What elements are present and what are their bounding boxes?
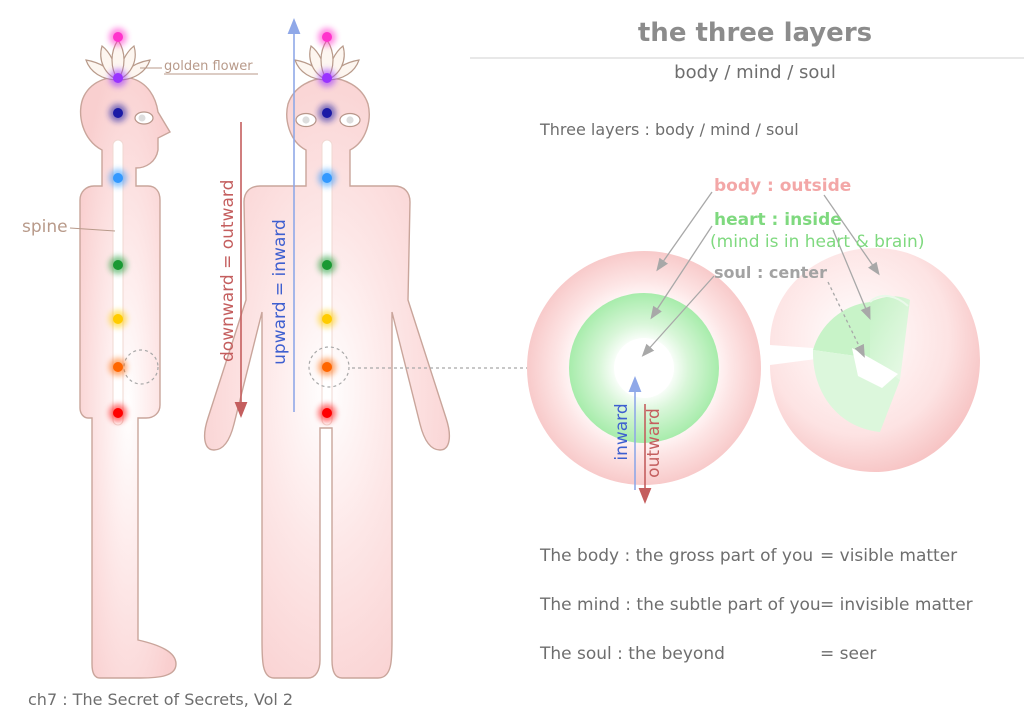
chakra-crown [113,32,123,42]
chakra-third-eye [322,73,332,83]
layers-disc [527,251,761,504]
chakra-solar [322,314,332,324]
chakra-crown [322,32,332,42]
soul-layer-label: soul : center [714,263,828,282]
definition-body-meaning: = visible matter [820,546,958,566]
upward-inward-label: upward = inward [270,219,290,365]
chakra-third-eye [113,73,123,83]
golden-flower-label: golden flower [164,59,253,74]
side-figure [69,28,258,679]
chakra-navel [113,362,123,372]
cutaway-sphere [770,248,980,472]
source-citation: ch7 : The Secret of Secrets, Vol 2 [28,690,294,709]
chakra-heart [113,260,123,270]
chakra-brow [113,108,123,118]
chakra-root [113,408,123,418]
definition-mind-term: The mind : the subtle part of you [540,595,821,615]
definition-body-term: The body : the gross part of you [540,546,814,566]
chakra-heart [322,260,332,270]
chakra-brow [322,108,332,118]
layers-caption: Three layers : body / mind / soul [540,120,799,139]
chakra-throat [322,173,332,183]
chakra-navel [322,362,332,372]
downward-outward-label: downward = outward [218,179,238,362]
inward-label: inward [612,403,632,461]
body-layer-label: body : outside [714,176,852,196]
spine-label: spine [22,217,68,237]
outward-label: outward [644,408,664,478]
page-title: the three layers [637,18,873,48]
chakra-throat [113,173,123,183]
definition-mind-meaning: = invisible matter [820,595,973,615]
chakra-solar [113,314,123,324]
front-figure [203,28,451,679]
chakra-root [322,408,332,418]
page-subtitle: body / mind / soul [674,62,836,83]
heart-layer-label: heart : inside [714,210,842,230]
definition-soul-meaning: = seer [820,644,877,664]
definition-soul-term: The soul : the beyond [540,644,725,664]
heart-layer-note: (mind is in heart & brain) [710,232,925,252]
